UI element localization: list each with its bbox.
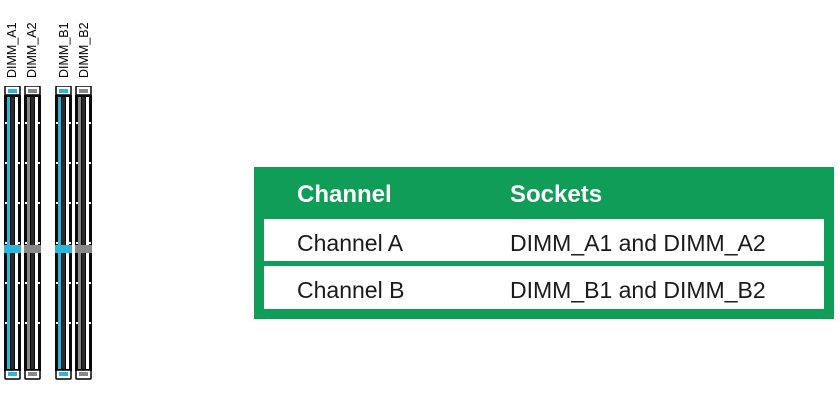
dimm-slot-b2: [75, 86, 92, 380]
row-channel: Channel A: [297, 230, 404, 256]
dimm-slot-a1: [4, 86, 21, 380]
dimm-slot-a2: [24, 86, 41, 380]
row-sockets: DIMM_B1 and DIMM_B2: [510, 277, 766, 303]
dimm-slot-b1: [55, 86, 72, 380]
slot-label-dimm-b1: DIMM_B1: [57, 22, 71, 78]
table-row: Channel A DIMM_A1 and DIMM_A2: [264, 219, 824, 261]
slot-label-dimm-a1: DIMM_A1: [5, 22, 19, 78]
table-row: Channel B DIMM_B1 and DIMM_B2: [264, 266, 824, 309]
header-channel: Channel: [297, 181, 392, 208]
header-sockets: Sockets: [510, 181, 603, 208]
slot-label-dimm-b2: DIMM_B2: [77, 22, 91, 78]
table-header: Channel Sockets: [254, 167, 834, 219]
slot-label-dimm-a2: DIMM_A2: [25, 22, 39, 78]
row-sockets: DIMM_A1 and DIMM_A2: [510, 230, 766, 256]
channel-table: Channel Sockets Channel A DIMM_A1 and DI…: [254, 167, 834, 319]
row-channel: Channel B: [297, 277, 405, 303]
